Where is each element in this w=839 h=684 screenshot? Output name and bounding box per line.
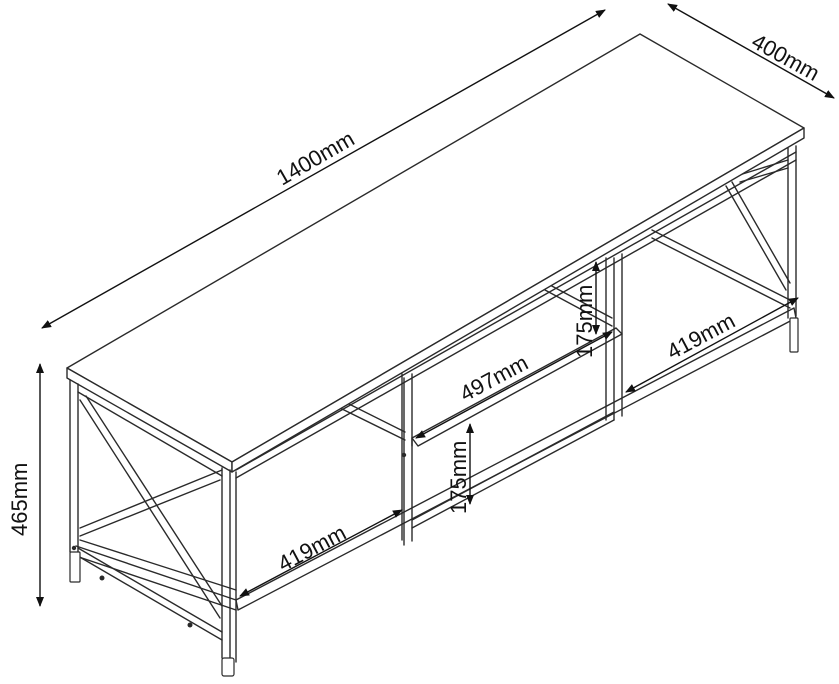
dimension-left-shelf: 419mm bbox=[239, 509, 403, 597]
dimension-height: 465mm bbox=[7, 363, 44, 607]
left-side-frame bbox=[69, 379, 237, 663]
middle-lower-height-label: 175mm bbox=[446, 441, 471, 514]
tabletop bbox=[66, 33, 805, 473]
middle-upper-height-label: 175mm bbox=[572, 285, 597, 358]
depth-label: 400mm bbox=[748, 29, 824, 86]
back-frame bbox=[339, 145, 797, 441]
right-x-brace bbox=[725, 159, 791, 291]
dimension-middle-upper-height: 175mm bbox=[572, 261, 600, 358]
left-shelf-label: 419mm bbox=[274, 520, 351, 577]
dimension-right-shelf: 419mm bbox=[625, 297, 799, 393]
length-label: 1400mm bbox=[272, 126, 359, 190]
dimension-middle-lower-height: 175mm bbox=[446, 423, 474, 514]
middle-shelf-label: 497mm bbox=[456, 350, 533, 407]
height-label: 465mm bbox=[7, 463, 32, 536]
